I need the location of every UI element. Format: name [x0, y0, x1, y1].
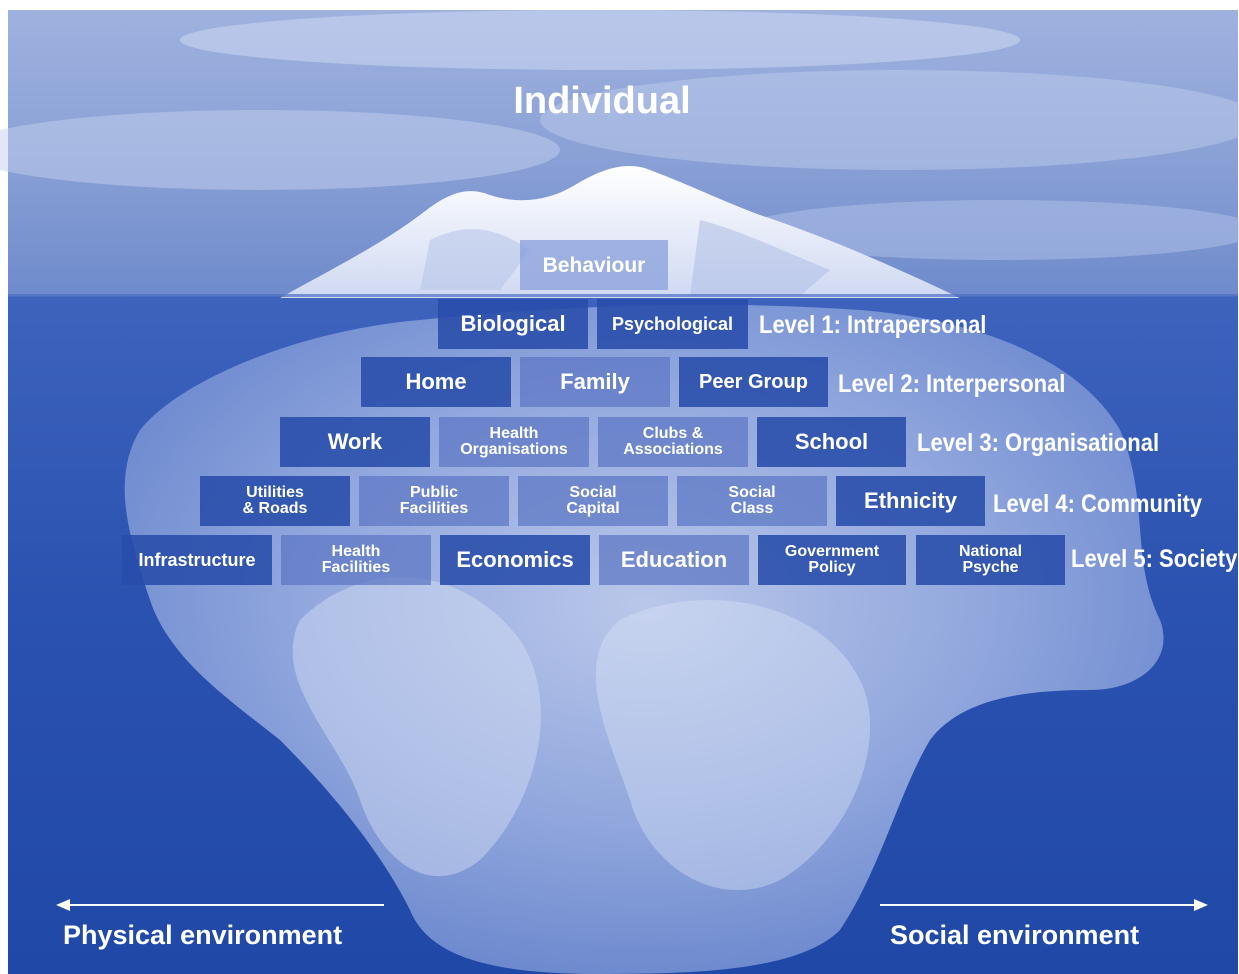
level3-label: Level 3: Organisational	[917, 429, 1160, 457]
level2-box-3: Peer Group	[679, 357, 828, 407]
level4-box-1: Utilities & Roads	[200, 476, 350, 526]
level5-box-4: Education	[599, 535, 749, 585]
behaviour-box: Behaviour	[520, 240, 668, 290]
right-arrow-icon	[880, 899, 1208, 911]
level5-box-1: Infrastructure	[122, 535, 272, 585]
social-environment-label: Social environment	[890, 920, 1140, 950]
level4-box-2: Public Facilities	[359, 476, 509, 526]
left-arrow-icon	[56, 899, 384, 911]
level2-label: Level 2: Interpersonal	[838, 370, 1066, 398]
level1-box-1: Biological	[438, 299, 588, 349]
level4-box-4: Social Class	[677, 476, 827, 526]
level4-box-3: Social Capital	[518, 476, 668, 526]
level4-box-5: Ethnicity	[836, 476, 985, 526]
level5-box-5: Government Policy	[758, 535, 906, 585]
level2-box-2: Family	[520, 357, 670, 407]
physical-environment-label: Physical environment	[63, 920, 343, 950]
level3-box-4: School	[757, 417, 906, 467]
level5-label: Level 5: Society	[1071, 545, 1238, 573]
level2-box-1: Home	[361, 357, 511, 407]
level5-box-3: Economics	[440, 535, 590, 585]
level3-box-3: Clubs & Associations	[598, 417, 748, 467]
level3-box-1: Work	[280, 417, 430, 467]
diagram-title: Individual	[513, 80, 691, 122]
level4-label: Level 4: Community	[993, 490, 1203, 518]
level3-box-2: Health Organisations	[439, 417, 589, 467]
level5-box-2: Health Facilities	[281, 535, 431, 585]
level5-box-6: National Psyche	[916, 535, 1065, 585]
level1-label: Level 1: Intrapersonal	[759, 311, 987, 339]
level1-box-2: Psychological	[597, 299, 748, 349]
